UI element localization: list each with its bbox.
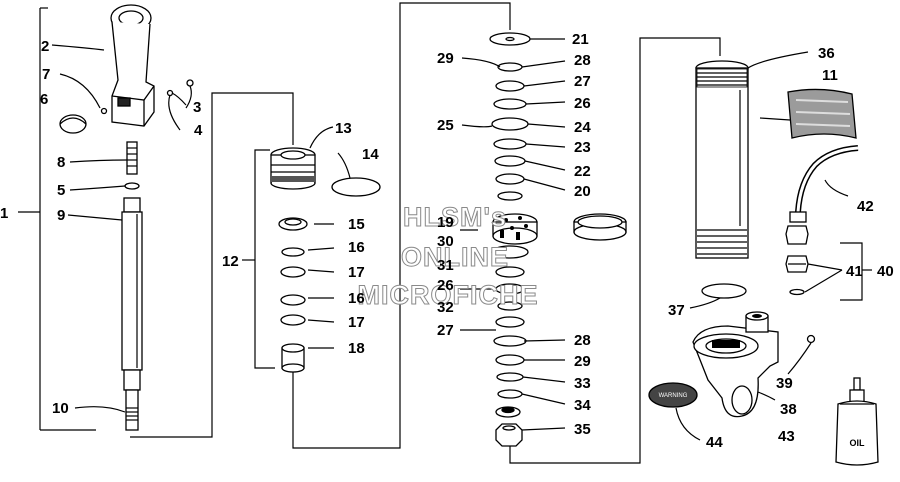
callout-29a: 29 <box>437 50 454 67</box>
callout-41: 41 <box>846 263 863 280</box>
callout-15: 15 <box>348 216 365 233</box>
callout-35: 35 <box>574 421 591 438</box>
callout-21: 21 <box>572 31 589 48</box>
watermark-line-3: MICROFICHE <box>358 280 539 310</box>
callout-labels: 1 2 3 4 5 6 7 8 9 10 11 12 13 14 15 16 1… <box>0 31 894 451</box>
callout-4: 4 <box>194 122 203 139</box>
washer-part-5 <box>124 182 140 190</box>
callout-31: 31 <box>437 257 454 274</box>
callout-27b: 27 <box>437 322 454 339</box>
hose-part-42 <box>785 145 859 245</box>
callout-1: 1 <box>0 205 8 222</box>
callout-28b: 28 <box>574 332 591 349</box>
callout-36: 36 <box>818 45 835 62</box>
washer-part-17a <box>280 266 306 278</box>
bumper-part-18 <box>281 343 305 373</box>
seal-part-15 <box>278 217 308 231</box>
o-ring-part-37 <box>701 283 747 299</box>
ball-part-4 <box>166 89 174 97</box>
o-ring-part-14 <box>331 177 381 197</box>
washer-part-34 <box>495 406 521 418</box>
reservoir-housing-part-38 <box>692 311 779 418</box>
rubber-bushing-part-6 <box>59 114 87 134</box>
callout-14: 14 <box>362 146 379 163</box>
watermark-line-1: HLSM's <box>403 202 507 232</box>
callout-12: 12 <box>222 253 239 270</box>
watermark: HLSM's ONLINE MICROFICHE <box>357 202 539 311</box>
watermark-line-2: ONLINE <box>401 242 509 272</box>
callout-37: 37 <box>668 302 685 319</box>
callout-43: 43 <box>778 428 795 445</box>
callout-19: 19 <box>437 214 454 231</box>
piston-rod-part-9 <box>121 197 143 431</box>
washer-part-16b <box>280 294 306 306</box>
callout-11: 11 <box>822 67 838 84</box>
callout-16b: 16 <box>348 290 365 307</box>
nut-part-35 <box>495 423 523 447</box>
callout-26b: 26 <box>437 277 454 294</box>
callout-7: 7 <box>42 66 50 83</box>
callout-30: 30 <box>437 233 454 250</box>
callout-34: 34 <box>574 397 591 414</box>
callout-42: 42 <box>857 198 874 215</box>
callout-24: 24 <box>574 119 591 136</box>
callout-40: 40 <box>877 263 894 280</box>
callout-28a: 28 <box>574 52 591 69</box>
callout-44: 44 <box>706 434 723 451</box>
callout-25: 25 <box>437 117 454 134</box>
warning-tag-part-44: WARNING <box>648 382 698 408</box>
fitting-part-3 <box>186 79 194 87</box>
callout-33: 33 <box>574 375 591 392</box>
valve-stack-washers <box>489 32 531 201</box>
rod-eye-part-2 <box>110 4 155 127</box>
body-tube-part-36 <box>695 60 749 259</box>
seal-head-part-13 <box>270 147 316 190</box>
callout-17a: 17 <box>348 264 365 281</box>
callout-38: 38 <box>780 401 797 418</box>
oil-bottle-part-43: OIL <box>835 377 879 466</box>
callout-3: 3 <box>193 99 201 116</box>
leader-lines <box>51 38 849 441</box>
callout-32: 32 <box>437 299 454 316</box>
callout-13: 13 <box>335 120 352 137</box>
washer-part-17b <box>280 314 306 326</box>
ball-part-39 <box>806 334 816 344</box>
warning-tag-label: WARNING <box>659 393 688 399</box>
washer-part-16a <box>281 247 305 257</box>
callout-18: 18 <box>348 340 365 357</box>
valve-stack-lower-washers <box>491 245 529 399</box>
callout-20: 20 <box>574 183 591 200</box>
stud-part-8 <box>126 141 138 175</box>
callout-5: 5 <box>57 182 65 199</box>
callout-22: 22 <box>574 163 591 180</box>
callout-39: 39 <box>776 375 793 392</box>
ball-part-7 <box>100 107 108 115</box>
callout-2: 2 <box>41 38 49 55</box>
callout-27a: 27 <box>574 73 591 90</box>
callout-10: 10 <box>52 400 69 417</box>
fitting-part-41 <box>785 255 809 296</box>
callout-8: 8 <box>57 154 65 171</box>
decal-part-11 <box>787 88 857 139</box>
assembly-bracket-lines <box>18 2 872 464</box>
piston-band-part-20 <box>573 213 627 241</box>
callout-6: 6 <box>40 91 48 108</box>
oil-bottle-label: OIL <box>850 438 866 448</box>
callout-9: 9 <box>57 207 65 224</box>
callout-26a: 26 <box>574 95 591 112</box>
callout-16a: 16 <box>348 239 365 256</box>
piston-part-19 <box>492 213 538 245</box>
callout-29b: 29 <box>574 353 591 370</box>
callout-23: 23 <box>574 139 591 156</box>
callout-17b: 17 <box>348 314 365 331</box>
